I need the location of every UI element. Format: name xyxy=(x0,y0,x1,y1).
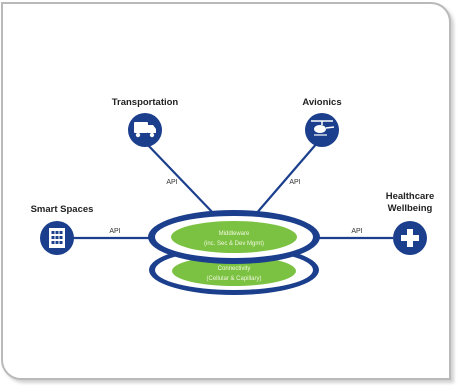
plus-icon xyxy=(401,229,419,247)
api-label-avionics: API xyxy=(289,179,300,186)
connector-avionics xyxy=(254,141,319,216)
transportation-label: Transportation xyxy=(112,97,179,108)
smart-spaces-label: Smart Spaces xyxy=(31,204,94,215)
avionics-label: Avionics xyxy=(302,97,341,108)
connectivity-label: Connectivity xyxy=(218,266,251,272)
truck-icon xyxy=(134,122,156,138)
building-icon xyxy=(49,228,65,248)
avionics-node: Avionics xyxy=(302,97,342,147)
smart-spaces-node: Smart Spaces xyxy=(31,204,94,255)
healthcare-node: Healthcare Wellbeing xyxy=(386,191,435,255)
middleware-layer: Middleware (inc. Sec & Dev Mgmt) xyxy=(148,210,320,264)
diagram-card xyxy=(1,2,451,380)
middleware-sublabel: (inc. Sec & Dev Mgmt) xyxy=(204,241,264,247)
api-label-smart-spaces: API xyxy=(109,228,120,235)
middleware-label: Middleware xyxy=(219,231,250,237)
healthcare-label-line1: Healthcare xyxy=(386,191,435,202)
transportation-node: Transportation xyxy=(112,97,179,147)
api-label-transportation: API xyxy=(166,179,177,186)
connector-transportation xyxy=(144,141,216,216)
api-label-healthcare: API xyxy=(351,228,362,235)
connectivity-sublabel: (Cellular & Capillary) xyxy=(206,276,261,282)
helicopter-icon xyxy=(311,120,335,136)
healthcare-label-line2: Wellbeing xyxy=(388,203,433,214)
